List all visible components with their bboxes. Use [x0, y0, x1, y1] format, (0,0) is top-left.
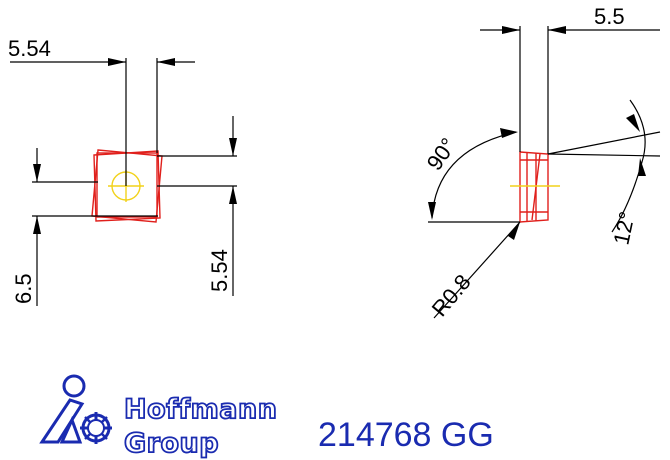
label-thickness-left: 6.5: [11, 273, 36, 304]
label-right-width: 5.5: [594, 4, 625, 29]
label-angle-90: 90°: [422, 133, 462, 175]
label-radius: R0.8: [427, 270, 476, 322]
logo-figure-head: [62, 374, 86, 398]
logo-figure-body: [39, 398, 85, 444]
dim-right-width: 5.5: [480, 4, 660, 154]
logo-gear-icon: [80, 412, 112, 444]
insert-side-view: [510, 151, 560, 223]
label-angle-12: 12°: [608, 209, 639, 247]
brand-name-line2: Group: [124, 428, 219, 459]
dim-radius: R0.8: [427, 221, 521, 322]
hoffmann-logo: Hoffmann Group: [39, 374, 278, 460]
dim-angle-90: 90°: [422, 128, 520, 223]
part-code: 214768 GG: [318, 416, 494, 454]
insert-front-view: [91, 149, 163, 223]
dim-side-height: 5.54: [157, 116, 237, 296]
dim-top-width: 5.54: [8, 36, 195, 186]
dim-thickness-left: 6.5: [11, 148, 158, 306]
label-top-width: 5.54: [8, 36, 51, 61]
label-side-height: 5.54: [207, 249, 232, 292]
brand-name-line1: Hoffmann: [124, 394, 277, 425]
dim-angle-12: 12°: [547, 99, 661, 247]
